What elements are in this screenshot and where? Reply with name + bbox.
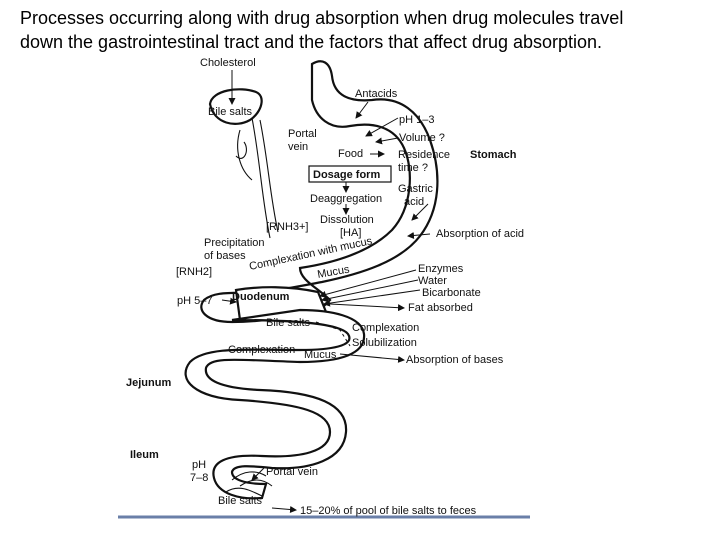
label-fat-absorbed: Fat absorbed xyxy=(408,302,473,314)
label-dosage-form: Dosage form xyxy=(313,169,380,181)
label-bile-salts-bottom: Bile salts xyxy=(218,495,263,507)
label-mucus-2: Mucus xyxy=(304,349,337,361)
arrow-ph xyxy=(365,117,399,137)
arrow-water xyxy=(321,279,419,303)
label-ha: [HA] xyxy=(340,227,361,239)
label-rnh2: [RNH2] xyxy=(176,266,212,278)
label-deaggregation: Deaggregation xyxy=(310,193,382,205)
label-portal-vein-top-1: Portal xyxy=(288,128,317,140)
label-ph-stomach: pH 1–3 xyxy=(399,114,434,126)
label-ph-ileum-1: pH xyxy=(192,459,206,471)
label-jejunum: Jejunum xyxy=(126,377,171,389)
label-solubilization: Solubilization xyxy=(352,337,417,349)
label-dissolution: Dissolution xyxy=(320,214,374,226)
dosage-form-box xyxy=(308,165,392,183)
arrow-gastric-acid xyxy=(411,203,429,221)
arrow-portal-bottom xyxy=(251,467,265,481)
label-cholesterol: Cholesterol xyxy=(200,57,256,69)
label-bile-salts-mid: Bile salts xyxy=(266,317,311,329)
arrow-fat xyxy=(329,303,405,312)
label-bile-salts-top: Bile salts xyxy=(208,106,253,118)
arrow-ph-duodenum xyxy=(221,297,237,305)
bile-duct-shape xyxy=(251,117,279,239)
label-residence-time-2: time ? xyxy=(398,162,428,174)
label-gastric-acid-1: Gastric xyxy=(398,183,433,195)
caption-line-2: down the gastrointestinal tract and the … xyxy=(20,32,603,52)
label-complexation-left: Complexation xyxy=(228,344,295,356)
arrow-enzymes xyxy=(319,269,417,298)
label-residence-time-1: Residence xyxy=(398,149,450,161)
label-rnh3: [RNH3+] xyxy=(266,221,309,233)
portal-vein-loop xyxy=(235,129,253,181)
label-food: Food xyxy=(338,148,363,160)
arrow-absorption-acid xyxy=(407,231,431,239)
label-water: Water xyxy=(418,275,447,287)
label-volume: Volume ? xyxy=(399,132,445,144)
label-gastric-acid-2: acid xyxy=(404,196,424,208)
label-complexation-right: Complexation xyxy=(352,322,419,334)
label-feces: 15–20% of pool of bile salts to feces xyxy=(300,505,477,517)
label-portal-vein-top-2: vein xyxy=(288,141,308,153)
dashed-bile-route xyxy=(315,321,351,347)
arrow-volume xyxy=(375,137,399,145)
label-precipitation-1: Precipitation xyxy=(204,237,265,249)
arrow-feces xyxy=(271,506,297,513)
jejunum-shape xyxy=(184,308,366,500)
gallbladder-shape xyxy=(208,88,263,125)
arrow-absorption-bases xyxy=(339,353,405,363)
stomach-shape xyxy=(200,60,439,324)
label-portal-vein-bottom: Portal vein xyxy=(266,466,318,478)
label-ileum: Ileum xyxy=(130,449,159,461)
label-stomach: Stomach xyxy=(470,149,517,161)
arrow-bicarbonate xyxy=(323,289,421,307)
label-ph-ileum-2: 7–8 xyxy=(190,472,208,484)
arrow-antacids xyxy=(355,101,369,119)
label-bicarbonate: Bicarbonate xyxy=(422,287,481,299)
label-precipitation-2: of bases xyxy=(204,250,246,262)
label-duodenum: Duodenum xyxy=(232,291,290,303)
caption-line-1: Processes occurring along with drug abso… xyxy=(20,8,624,28)
label-ph-duodenum: pH 5–7 xyxy=(177,295,212,307)
label-enzymes: Enzymes xyxy=(418,263,464,275)
label-absorption-of-acid: Absorption of acid xyxy=(436,228,524,240)
label-absorption-of-bases: Absorption of bases xyxy=(406,354,504,366)
figure-caption: Processes occurring along with drug abso… xyxy=(20,6,710,54)
label-antacids: Antacids xyxy=(355,88,398,100)
label-mucus-1: Mucus xyxy=(316,263,350,281)
